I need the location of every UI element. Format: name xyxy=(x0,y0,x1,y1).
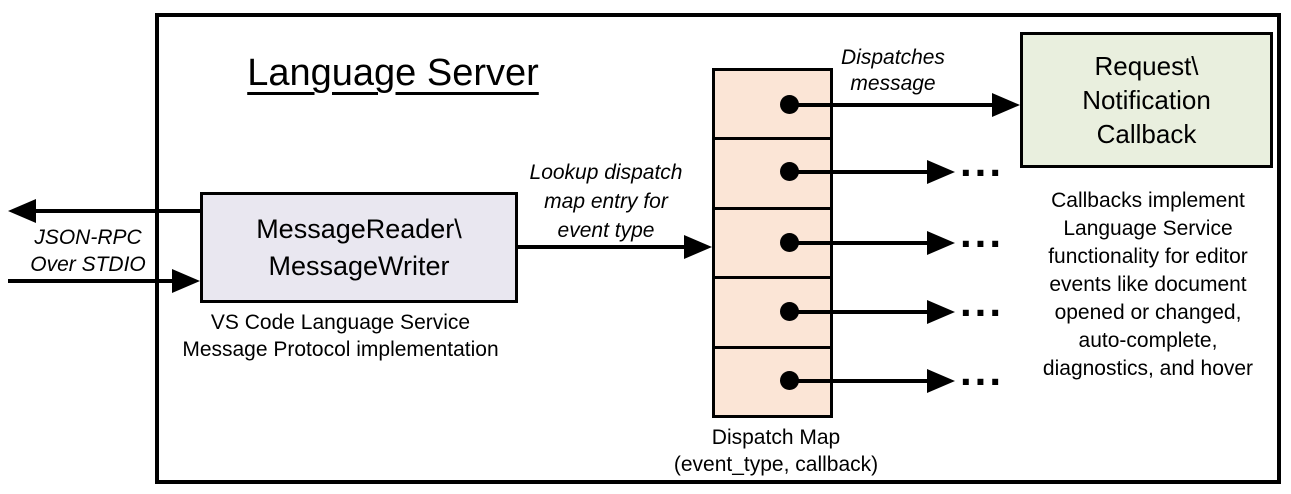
callback-caption: Callbacks implement Language Service fun… xyxy=(1008,187,1288,383)
lookup-dispatch-label: Lookup dispatch map entry for event type xyxy=(516,158,696,245)
ellipsis-row-3: ... xyxy=(960,209,1005,256)
callback-box-line2: Notification xyxy=(1082,85,1211,115)
callback-caption-line: Language Service xyxy=(1063,217,1233,240)
callback-caption-line: events like document xyxy=(1049,273,1247,296)
dispatch-cell xyxy=(715,279,830,349)
ellipsis-row-2: ... xyxy=(960,138,1005,185)
lookup-label-line1: Lookup dispatch xyxy=(529,161,683,184)
message-caption-line1: VS Code Language Service xyxy=(210,311,471,334)
stdio-inbound-arrow-line xyxy=(8,279,172,283)
callback-box-line1: Request\ xyxy=(1094,51,1199,81)
language-server-boundary-box xyxy=(155,13,1281,484)
jsonrpc-label-line2: Over STDIO xyxy=(30,253,146,276)
dispatch-arrowhead-icon-3 xyxy=(927,231,955,255)
diagram-title: Language Server xyxy=(247,52,539,94)
dispatch-map-caption-line1: Dispatch Map xyxy=(711,426,841,449)
dispatch-arrow-line-4 xyxy=(790,310,930,314)
dispatch-cell xyxy=(715,140,830,210)
dispatch-entry-dot xyxy=(780,95,799,114)
callback-caption-line: functionality for editor xyxy=(1048,245,1248,268)
jsonrpc-label-line1: JSON-RPC xyxy=(34,226,142,249)
dispatch-arrow-line-3 xyxy=(790,241,930,245)
message-box-caption: VS Code Language Service Message Protoco… xyxy=(143,309,538,363)
request-notification-callback-box: Request\ Notification Callback xyxy=(1020,32,1273,168)
stdio-outbound-arrow-line xyxy=(34,209,200,213)
dispatch-map-caption-line2: (event_type, callback) xyxy=(673,453,879,476)
dispatch-arrowhead-icon-5 xyxy=(927,369,955,393)
lookup-label-line3: event type xyxy=(557,219,655,242)
stdio-inbound-arrowhead-icon xyxy=(172,269,200,293)
dispatch-arrowhead-icon-4 xyxy=(927,300,955,324)
lookup-arrow-line xyxy=(517,245,686,249)
jsonrpc-over-stdio-label: JSON-RPC Over STDIO xyxy=(16,224,160,278)
dispatches-label-line1: Dispatches xyxy=(841,46,945,69)
dispatch-entry-dot xyxy=(780,233,799,252)
dispatch-arrowhead-icon-2 xyxy=(927,160,955,184)
ellipsis-row-5: ... xyxy=(960,347,1005,394)
dispatch-entry-dot xyxy=(780,371,799,390)
message-reader-writer-box: MessageReader\ MessageWriter xyxy=(200,192,518,303)
lookup-arrowhead-icon xyxy=(684,235,712,259)
callback-box-line3: Callback xyxy=(1096,119,1197,149)
lookup-label-line2: map entry for xyxy=(544,190,668,213)
ellipsis-row-4: ... xyxy=(960,278,1005,325)
dispatch-arrow-line-5 xyxy=(790,379,930,383)
message-box-line2: MessageWriter xyxy=(268,250,450,281)
dispatch-arrow-line-1 xyxy=(790,103,996,107)
dispatch-map-caption: Dispatch Map (event_type, callback) xyxy=(646,424,906,478)
dispatch-cell xyxy=(715,71,830,141)
callback-caption-line: auto-complete, xyxy=(1078,329,1218,352)
message-caption-line2: Message Protocol implementation xyxy=(182,338,499,361)
dispatch-entry-dot xyxy=(780,302,799,321)
callback-caption-line: diagnostics, and hover xyxy=(1042,357,1254,380)
dispatch-arrow-line-2 xyxy=(790,170,930,174)
callback-caption-line: opened or changed, xyxy=(1054,301,1242,324)
message-box-line1: MessageReader\ xyxy=(256,213,462,244)
dispatches-message-label: Dispatches message xyxy=(820,45,966,97)
dispatches-label-line2: message xyxy=(850,72,936,95)
dispatch-arrowhead-icon-1 xyxy=(992,93,1020,117)
callback-caption-line: Callbacks implement xyxy=(1051,189,1245,212)
dispatch-cell xyxy=(715,210,830,280)
dispatch-entry-dot xyxy=(780,162,799,181)
stdio-outbound-arrowhead-icon xyxy=(8,199,36,223)
